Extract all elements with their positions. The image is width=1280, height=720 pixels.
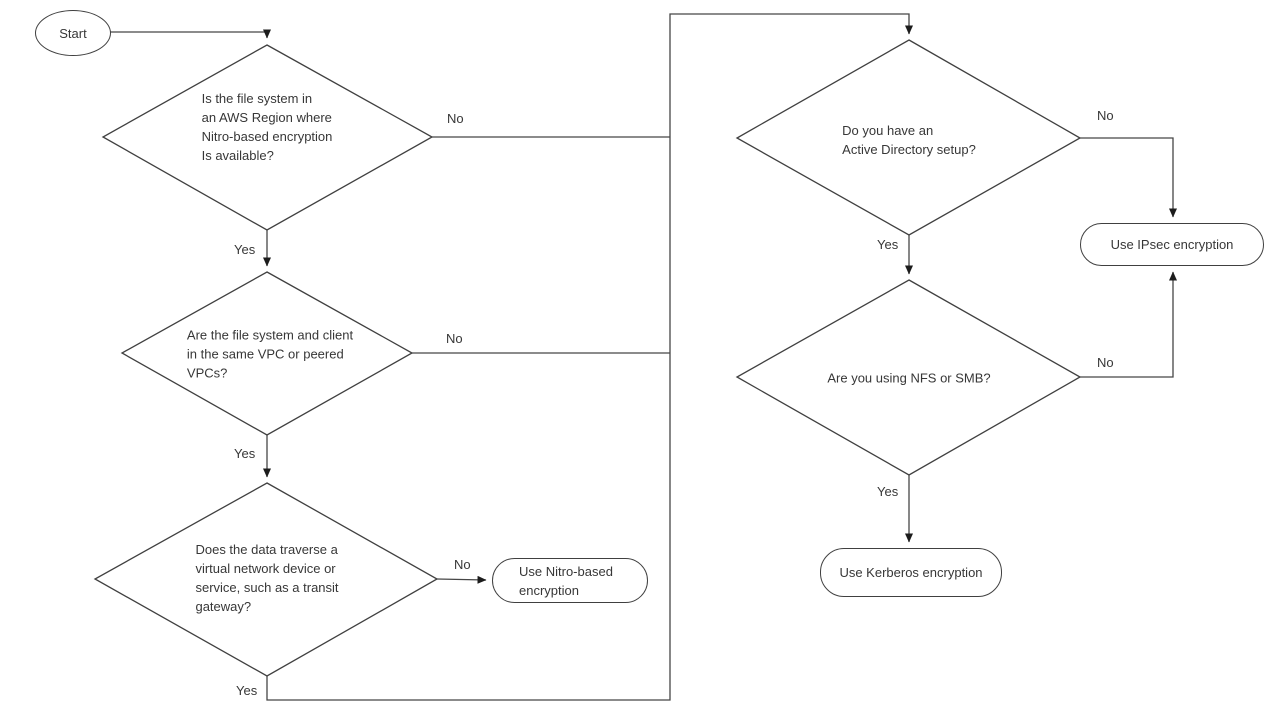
edge-transit-no: [436, 575, 487, 584]
edge-nfs-no: [1080, 271, 1177, 378]
edge-label-nfs-yes: Yes: [877, 484, 899, 499]
node-use-nitro: Use Nitro-based encryption: [492, 558, 648, 603]
node-nfs-smb-label: Are you using NFS or SMB?: [827, 370, 991, 386]
edge-label-nfs-no: No: [1097, 355, 1114, 370]
decision-vpc-shape: [120, 271, 414, 436]
decision-region-shape: [101, 44, 434, 231]
edge-label-region-no: No: [447, 111, 464, 126]
node-ad-label: Do you have an Active Directory setup?: [842, 123, 976, 157]
node-start: Start: [35, 10, 111, 56]
node-use-nitro-label: Use Nitro-based encryption: [519, 563, 613, 598]
decision-nfs-smb-shape: [735, 279, 1082, 476]
decision-transit-shape: [93, 482, 439, 677]
node-transit-label: Does the data traverse a virtual network…: [195, 542, 339, 614]
node-start-label: Start: [59, 25, 87, 41]
edge-label-vpc-no: No: [446, 331, 463, 346]
edge-start-to-region: [110, 29, 271, 39]
node-use-kerberos: Use Kerberos encryption: [820, 548, 1002, 597]
edge-label-transit-no: No: [454, 557, 471, 572]
edge-label-vpc-yes: Yes: [234, 446, 256, 461]
edge-transit-yes-trunk: [266, 13, 913, 701]
edge-label-transit-yes: Yes: [236, 683, 258, 698]
node-use-ipsec: Use IPsec encryption: [1080, 223, 1264, 266]
decision-ad-shape: [735, 39, 1082, 236]
node-vpc-label: Are the file system and client in the sa…: [186, 327, 354, 381]
edge-label-region-yes: Yes: [234, 242, 256, 257]
edge-label-ad-no: No: [1097, 108, 1114, 123]
node-region-label: Is the file system in an AWS Region wher…: [201, 91, 333, 163]
edge-ad-no: [1080, 137, 1177, 218]
edge-label-ad-yes: Yes: [877, 237, 899, 252]
node-use-kerberos-label: Use Kerberos encryption: [839, 565, 983, 580]
node-use-ipsec-label: Use IPsec encryption: [1110, 237, 1234, 252]
